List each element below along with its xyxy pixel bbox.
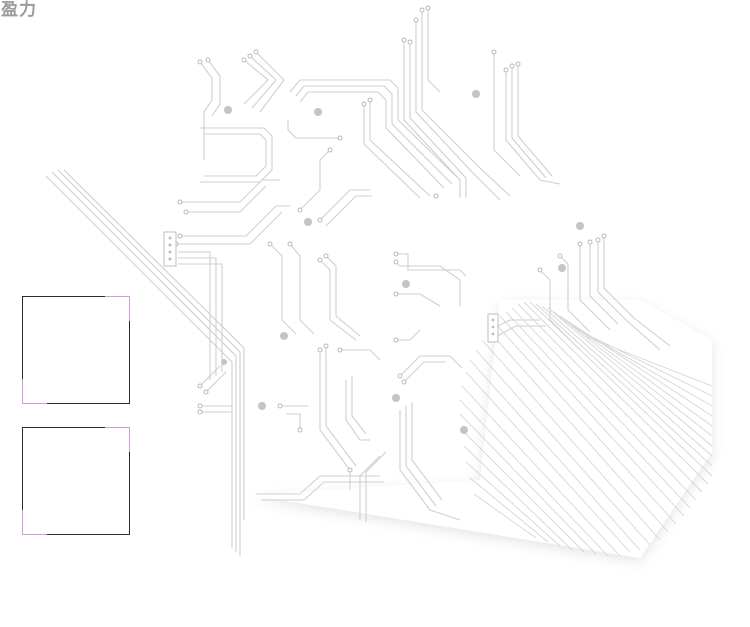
frame-corner-accent (22, 379, 47, 404)
trace-top-3 (415, 20, 501, 201)
trace-right-3 (517, 64, 553, 177)
trace-mid-4 (319, 259, 357, 341)
trace-mid-18 (325, 346, 357, 467)
trace-mid-2 (319, 189, 370, 221)
trace-top-1 (403, 40, 461, 198)
trace-bottom-4 (365, 451, 387, 522)
trace-mid-25 (399, 410, 461, 521)
trace-endpoints (173, 5, 607, 473)
trace-bottom-2 (262, 481, 384, 501)
dense-trace-field (459, 301, 713, 557)
trace-mid-20 (205, 371, 227, 393)
trace-loop-2 (295, 85, 453, 185)
trace-rc-3 (579, 244, 611, 331)
trace-left-1 (199, 61, 213, 160)
trace-loop-6 (363, 104, 421, 199)
trace-right-4 (493, 52, 521, 177)
trace-rc-6 (603, 236, 671, 347)
trace-bottom-3 (359, 455, 381, 520)
trace-left-3 (243, 59, 269, 105)
trace-conn-2 (178, 257, 217, 376)
trace-rc-5 (597, 240, 661, 351)
trace-left-10 (180, 205, 290, 237)
trace-left-9 (186, 185, 267, 213)
trace-mid-26 (405, 406, 437, 507)
trace-mid-3 (325, 195, 372, 227)
trace-mid-9 (395, 261, 461, 306)
trace-mid-27 (411, 402, 443, 501)
trace-mid-12 (399, 355, 463, 377)
trace-rc-4 (589, 242, 619, 325)
trace-left-2 (207, 59, 221, 117)
trace-right-1 (505, 70, 561, 185)
trace-mid-19 (199, 365, 221, 387)
trace-mid-16 (351, 376, 367, 435)
trace-bottom-1 (256, 475, 380, 495)
trace-left-6 (200, 127, 273, 183)
image-placeholder-frame-1 (22, 296, 130, 404)
trace-mid-7 (289, 243, 315, 335)
trace-loop-1 (289, 79, 461, 181)
frame-corner-accent (105, 427, 130, 452)
trace-loop-3 (299, 91, 445, 189)
trace-diagonal-4 (63, 169, 245, 520)
trace-top-2 (409, 42, 467, 198)
trace-loop-4 (287, 120, 340, 139)
trace-mid-17 (319, 350, 351, 490)
trace-mid-10 (396, 293, 441, 307)
board-plate (250, 300, 712, 558)
trace-mid-6 (269, 243, 297, 335)
trace-left-7 (204, 133, 267, 177)
trace-top-5 (427, 8, 441, 93)
frame-corner-accent (22, 510, 47, 535)
trace-diagonal-2 (51, 171, 237, 552)
trace-mid-11 (396, 329, 421, 341)
trace-mid-8 (396, 253, 467, 277)
via-pads (221, 90, 584, 434)
trace-left-5 (255, 51, 285, 113)
trace-diagonal-3 (57, 169, 241, 556)
trace-left-4 (249, 55, 277, 109)
trace-left-11 (176, 211, 283, 245)
trace-mid-1 (299, 149, 331, 211)
trace-mid-13 (403, 361, 446, 383)
trace-mid-14 (340, 349, 381, 361)
logo-text: 盈力 (1, 0, 37, 20)
trace-conn-3 (178, 263, 223, 372)
trace-right-2 (511, 66, 547, 179)
image-placeholder-frame-2 (22, 427, 130, 535)
trace-rc-2 (559, 255, 591, 333)
frame-corner-accent (105, 296, 130, 321)
trace-conn-1 (178, 251, 211, 380)
trace-diagonal-1 (45, 175, 233, 548)
trace-rc-8 (489, 325, 546, 341)
trace-mid-15 (345, 380, 370, 441)
trace-mid-24 (286, 413, 301, 430)
trace-mid-5 (325, 255, 361, 337)
trace-left-8 (180, 179, 280, 203)
trace-loop-5 (369, 100, 431, 197)
trace-top-4 (421, 10, 511, 197)
